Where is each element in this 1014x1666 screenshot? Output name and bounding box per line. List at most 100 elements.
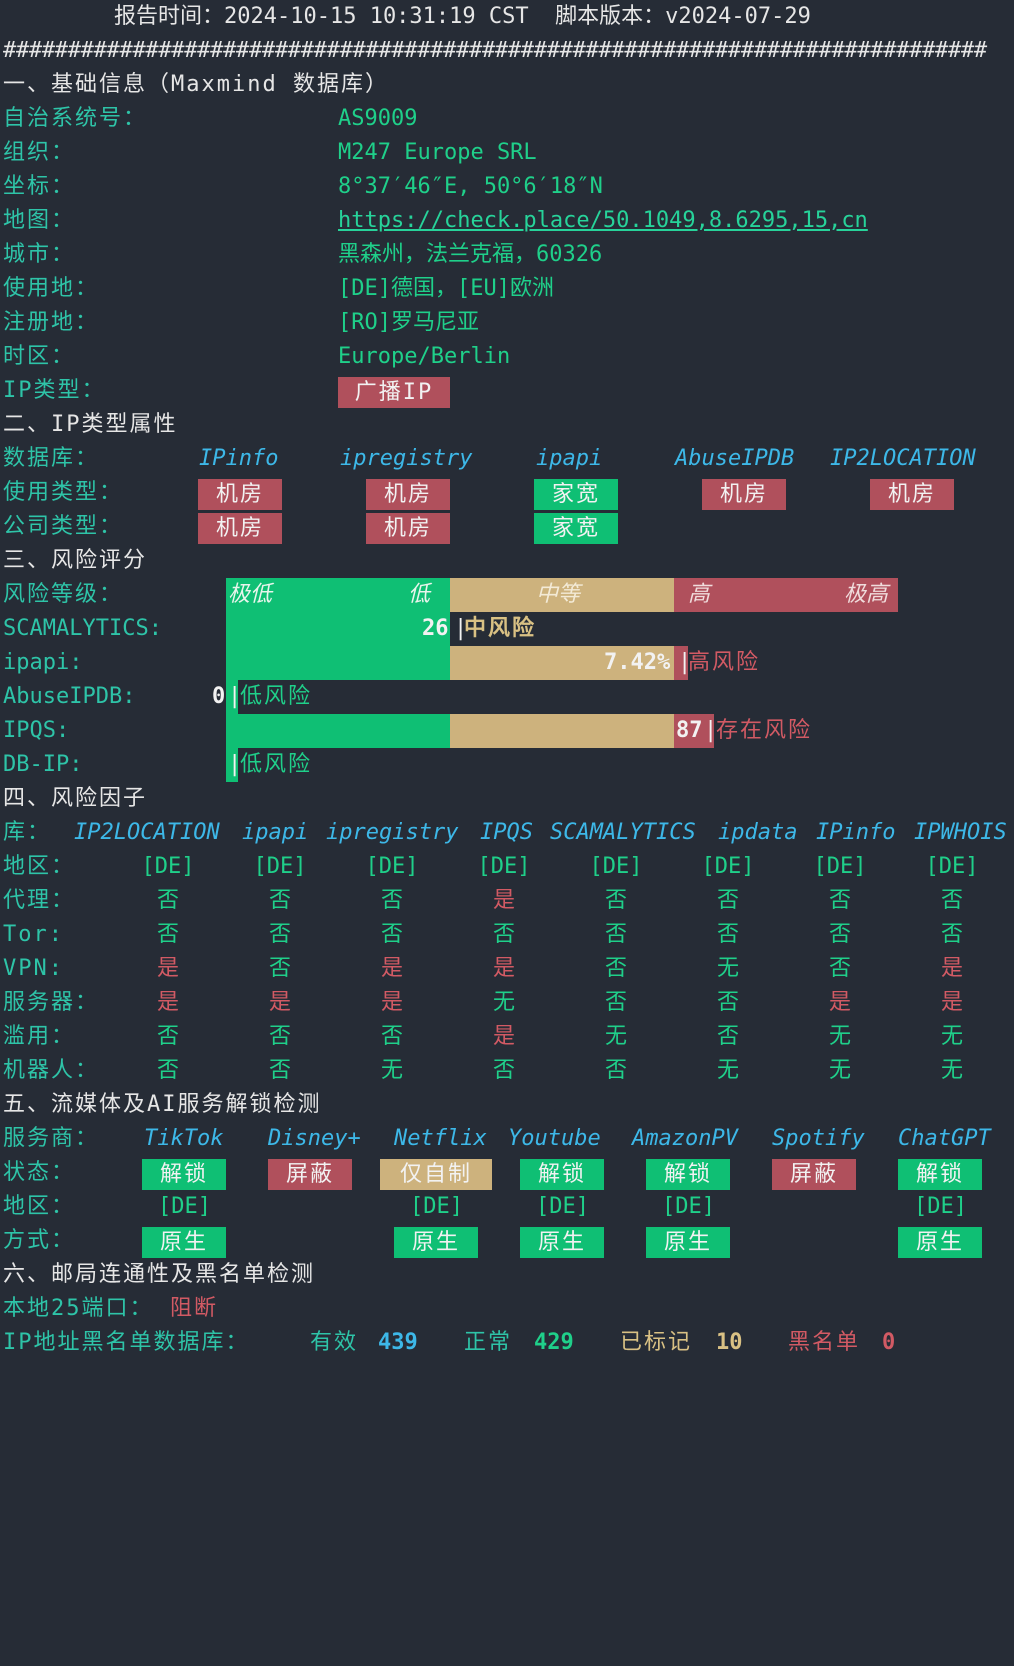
risk-factor-value: [DE] [925,854,979,879]
risk-factor-label: 机器人： [3,1058,100,1083]
company-label: 公司类型： [3,514,124,539]
stream-region-label: 地区： [3,1194,76,1219]
risk-factor-value: 否 [492,1058,516,1083]
company-badge: 家宽 [534,513,618,544]
risk-factor-value: 否 [492,922,516,947]
status-badge: 仅自制 [380,1159,492,1190]
section-1-title: 一、基础信息（Maxmind 数据库） [3,72,389,97]
risk-factor-value: 是 [492,888,516,913]
risk-factor-value: 是 [380,990,404,1015]
use-label: 使用地： [3,276,100,301]
risk-factor-row: 代理：否否否是否否否否 [0,884,1014,918]
service-amazonpv: AmazonPV [632,1126,738,1151]
method-badge: 原生 [646,1227,730,1258]
dbip-risk: 低风险 [240,752,313,777]
ipqs-bar-mid [450,714,674,748]
coord-row: 坐标： 8°37′46″E, 50°6′18″N [0,170,1014,204]
ipqs-sep: | [704,718,718,743]
risk-factor-value: 无 [492,990,516,1015]
risk-factor-row: 服务器：是是是无否否是是 [0,986,1014,1020]
scamalytics-score: 26 [422,616,449,641]
port-status: 阻断 [170,1296,219,1321]
risk-factor-value: 无 [940,1058,964,1083]
risk-factor-value: 无 [828,1058,852,1083]
risk-factor-value: 是 [268,990,292,1015]
risk-factor-row: VPN:是否是是否无否是 [0,952,1014,986]
org-value: M247 Europe SRL [338,140,537,165]
status-badge: 屏蔽 [268,1159,352,1190]
risk-factor-value: 无 [380,1058,404,1083]
risk-level-row: 风险等级： 极低 低 中等 高 极高 [0,578,1014,612]
blacklist-row: IP地址黑名单数据库： 有效 439 正常 429 已标记 10 黑名单 0 [0,1326,1014,1360]
section-1-title-line: 一、基础信息（Maxmind 数据库） [0,68,1014,102]
service-netflix: Netflix [394,1126,487,1151]
risk-factor-label: 代理： [3,888,76,913]
lib-ip2location: IP2LOCATION [74,820,220,845]
service-youtube: Youtube [508,1126,601,1151]
risk-factor-value: 否 [604,922,628,947]
valid-label: 有效 [310,1330,359,1355]
stream-region-value: [DE] [536,1194,589,1219]
tz-label: 时区： [3,344,76,369]
risk-factor-value: 否 [156,1058,180,1083]
risk-factor-value: 否 [828,922,852,947]
risk-factor-label: VPN: [3,956,64,981]
risk-factor-value: 是 [156,956,180,981]
lib-label: 库： [3,820,52,845]
black-label: 黑名单 [788,1330,861,1355]
risk-factor-value: 无 [716,1058,740,1083]
risk-factor-value: 否 [380,1024,404,1049]
method-badge: 原生 [142,1227,226,1258]
ipqs-bar-low [226,714,450,748]
status-badge: 解锁 [520,1159,604,1190]
risk-factor-value: 无 [716,956,740,981]
use-value: [DE]德国，[EU]欧洲 [338,276,554,301]
risk-factor-label: Tor: [3,922,64,947]
risk-factor-label: 服务器： [3,990,100,1015]
stream-region-value: [DE] [662,1194,715,1219]
lib-ipdata: ipdata [718,820,798,845]
risk-factor-value: 是 [156,990,180,1015]
ipqs-label: IPQS: [3,718,70,743]
risk-factor-value: 否 [156,922,180,947]
risk-factor-value: 否 [156,888,180,913]
blacklist-label: IP地址黑名单数据库： [3,1330,250,1355]
risk-factor-label: 滥用： [3,1024,76,1049]
separator-line: ########################################… [0,34,1014,68]
asn-value: AS9009 [338,106,418,131]
risk-level-low: 低 [408,582,431,607]
reg-label: 注册地： [3,310,100,335]
status-badge: 屏蔽 [772,1159,856,1190]
abuseipdb-score: 0 [212,684,226,709]
status-badge: 解锁 [898,1159,982,1190]
service-tiktok: TikTok [144,1126,224,1151]
normal-label: 正常 [464,1330,513,1355]
reg-value: [RO]罗马尼亚 [338,310,479,335]
map-link[interactable]: https://check.place/50.1049,8.6295,15,cn [338,208,868,233]
lib-row: 库： IP2LOCATION ipapi ipregistry IPQS SCA… [0,816,1014,850]
risk-factor-value: 是 [492,1024,516,1049]
tz-row: 时区： Europe/Berlin [0,340,1014,374]
dbip-bar [226,748,238,782]
risk-factor-value: 是 [380,956,404,981]
method-badge: 原生 [898,1227,982,1258]
risk-factor-value: [DE] [365,854,419,879]
usage-label: 使用类型： [3,480,124,505]
ipapi-score: 7.42% [604,650,671,675]
service-disney: Disney+ [268,1126,361,1151]
risk-factor-value: 否 [604,888,628,913]
lib-ipregistry: ipregistry [326,820,459,845]
db-ipapi: ipapi [536,446,603,471]
section-3-title: 三、风险评分 [3,548,148,573]
risk-factor-value: 否 [380,922,404,947]
lib-ipwhois: IPWHOIS [914,820,1007,845]
risk-factor-value: 无 [828,1024,852,1049]
stream-region-value: [DE] [158,1194,211,1219]
method-badge: 原生 [520,1227,604,1258]
ipapi-row: ipapi: 7.42% | 高风险 [0,646,1014,680]
db-ipregistry: ipregistry [340,446,473,471]
scamalytics-sep: | [454,616,468,641]
ipqs-row: IPQS: 87 | 存在风险 [0,714,1014,748]
risk-factor-value: 是 [492,956,516,981]
risk-factor-value: 否 [380,888,404,913]
